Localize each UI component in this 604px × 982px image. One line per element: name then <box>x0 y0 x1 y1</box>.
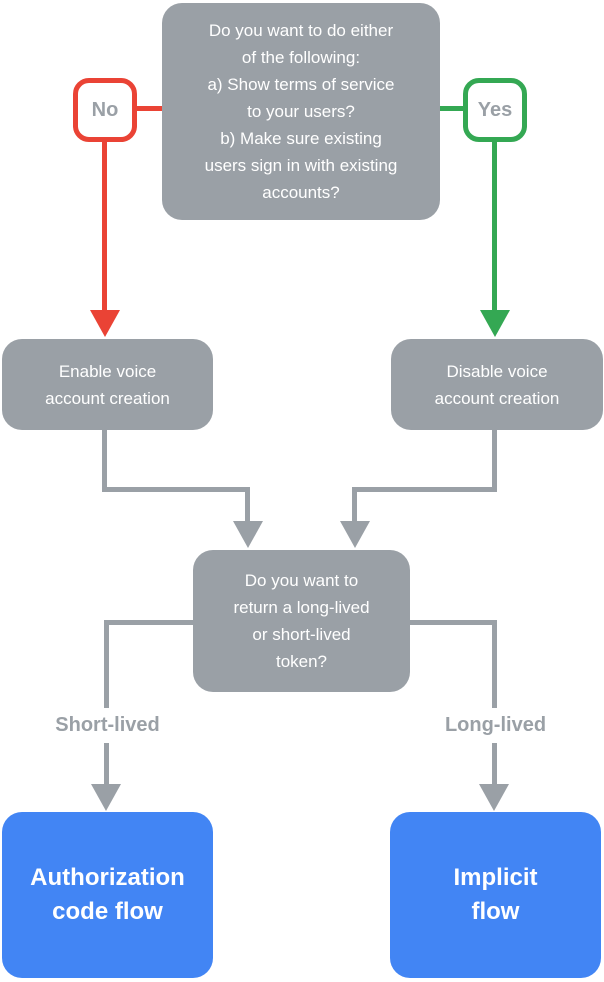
long-lived-arrowhead-icon <box>479 784 509 811</box>
enable-to-token-drop-line <box>245 487 250 522</box>
node-enable-voice-text: Enable voice account creation <box>45 361 170 408</box>
long-lived-label-text: Long-lived <box>444 714 547 736</box>
node-top-question-text: Do you want to do either of the followin… <box>204 21 398 202</box>
node-authorization-code-flow: Authorization code flow <box>2 812 213 978</box>
node-implicit-flow: Implicit flow <box>390 812 601 978</box>
no-badge: No <box>73 78 137 142</box>
long-lived-label: Long-lived <box>411 708 580 743</box>
disable-to-token-arrowhead-icon <box>340 521 370 548</box>
node-disable-voice: Disable voice account creation <box>391 339 603 430</box>
node-disable-voice-text: Disable voice account creation <box>434 361 560 408</box>
no-badge-label: No <box>91 98 119 121</box>
disable-to-token-drop-line <box>352 487 357 522</box>
short-lived-horizontal-line <box>104 620 193 625</box>
long-lived-vertical-line <box>492 620 497 786</box>
no-branch-horizontal-line <box>135 106 164 111</box>
short-lived-label-text: Short-lived <box>55 714 160 736</box>
enable-to-token-vertical-line <box>102 430 107 492</box>
node-authorization-code-flow-text: Authorization code flow <box>30 864 185 925</box>
yes-badge-label: Yes <box>477 98 513 121</box>
node-token-question: Do you want to return a long-lived or sh… <box>193 550 410 692</box>
no-branch-arrowhead-icon <box>90 310 120 337</box>
enable-to-token-horizontal-line <box>102 487 250 492</box>
short-lived-label: Short-lived <box>23 708 192 743</box>
disable-to-token-horizontal-line <box>352 487 497 492</box>
yes-branch-arrowhead-icon <box>480 310 510 337</box>
no-branch-vertical-line <box>102 140 107 312</box>
enable-to-token-arrowhead-icon <box>233 521 263 548</box>
yes-branch-horizontal-line <box>438 106 467 111</box>
yes-branch-vertical-line <box>492 140 497 312</box>
short-lived-arrowhead-icon <box>91 784 121 811</box>
node-top-question: Do you want to do either of the followin… <box>162 3 440 220</box>
short-lived-vertical-line <box>104 620 109 786</box>
yes-badge: Yes <box>463 78 527 142</box>
node-enable-voice: Enable voice account creation <box>2 339 213 430</box>
node-token-question-text: Do you want to return a long-lived or sh… <box>233 571 370 671</box>
disable-to-token-vertical-line <box>492 430 497 492</box>
long-lived-horizontal-line <box>410 620 497 625</box>
node-implicit-flow-text: Implicit flow <box>453 864 538 925</box>
